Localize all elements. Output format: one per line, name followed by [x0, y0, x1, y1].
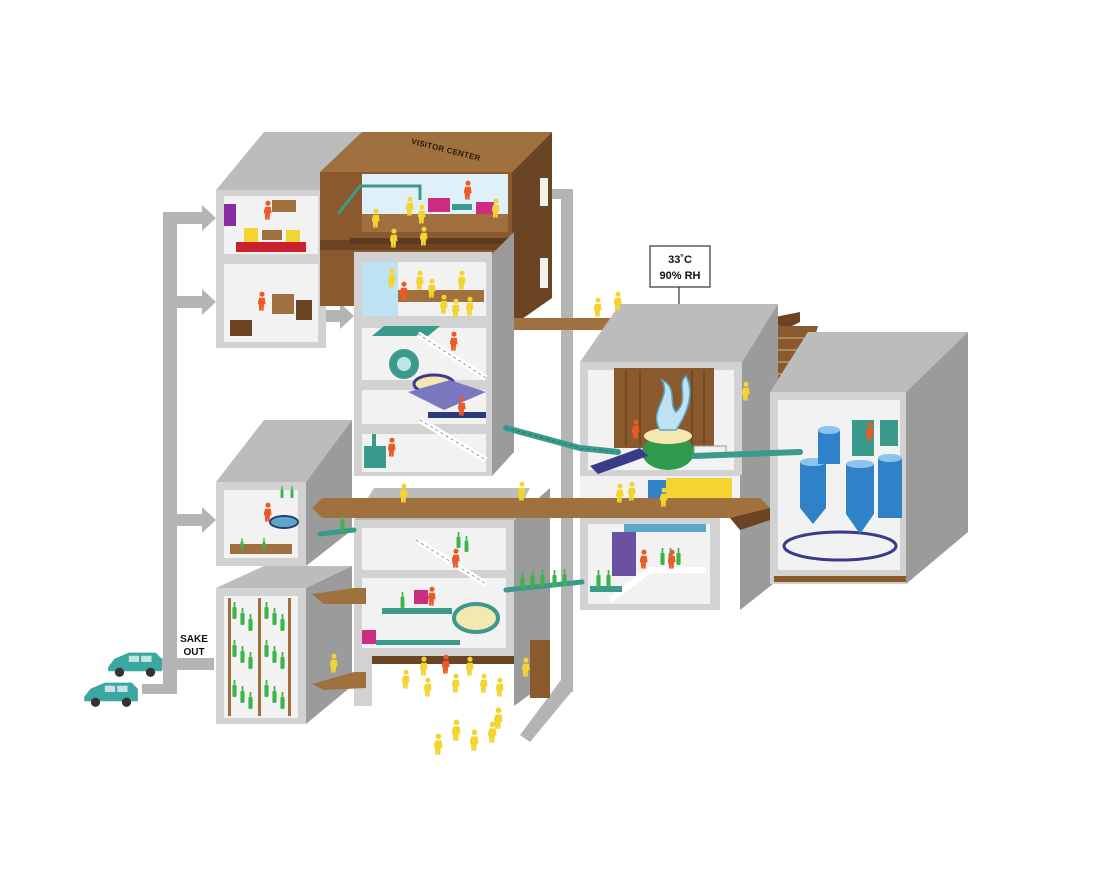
bottle-storage-block [216, 566, 352, 724]
entry-steps [312, 588, 366, 690]
fermentation-tank-block [770, 332, 968, 584]
sake-out-label-line1: SAKE [180, 634, 208, 645]
climate-sign: 33˚C 90% RH [649, 245, 711, 320]
top-left-office-block [216, 132, 362, 348]
rice-steaming-tower [354, 232, 514, 476]
fermentation-tank-icon [800, 420, 902, 534]
lower-left-rice-room [216, 420, 352, 566]
climate-humidity: 90% RH [660, 270, 701, 282]
delivery-trucks [84, 652, 162, 707]
sake-out-label-line2: OUT [183, 647, 204, 658]
steam-icon [655, 374, 691, 431]
delivery-truck-icon [108, 652, 162, 677]
lower-walkway-bridge [312, 498, 770, 530]
bottling-tower [354, 488, 550, 706]
climate-temperature: 33˚C [668, 254, 692, 266]
